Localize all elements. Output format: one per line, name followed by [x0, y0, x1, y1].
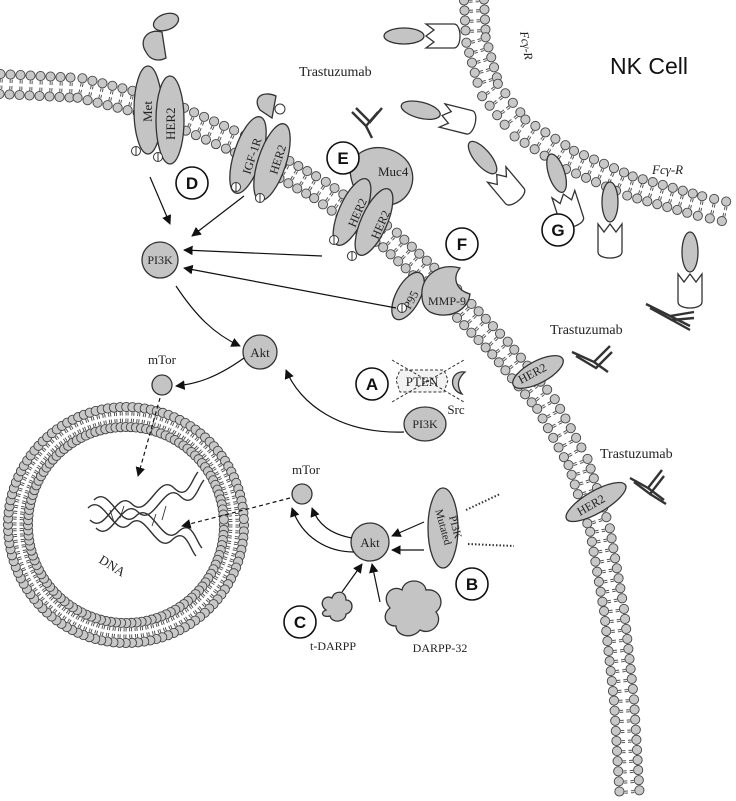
- her2-label-d: HER2: [163, 108, 178, 141]
- t-darpp-label: t-DARPP: [310, 639, 356, 653]
- met-receptor: Met: [133, 12, 180, 155]
- pi3k-label-lower: PI3K: [412, 417, 438, 431]
- darpp32-label: DARPP-32: [413, 641, 468, 655]
- svg-text:F: F: [457, 235, 467, 254]
- t-darpp-protein: t-DARPP: [310, 591, 356, 653]
- akt-label-upper: Akt: [250, 345, 270, 360]
- mutated-pi3k: Mutated PI3K: [427, 487, 515, 569]
- marker-g: G: [541, 213, 575, 247]
- phospho-icon: [397, 303, 407, 313]
- marker-d: D: [175, 166, 209, 200]
- svg-text:C: C: [294, 613, 306, 632]
- nk-cell-membrane: [458, 0, 732, 227]
- phospho-icon: [347, 251, 357, 261]
- svg-text:A: A: [366, 375, 378, 394]
- mutated-pi3k-label-2: PI3K: [446, 514, 464, 540]
- pi3k-node-lower: PI3K: [403, 406, 447, 442]
- signaling-arrows: [135, 176, 425, 603]
- her2-receptor-d: HER2: [155, 75, 185, 165]
- trastuzumab-antibody-right: [645, 302, 695, 332]
- fc-gamma-receptor: [400, 100, 477, 135]
- mtor-label-upper: mTor: [148, 352, 177, 367]
- fc-gamma-receptor: [677, 231, 703, 309]
- step-markers: A B C D E F G: [175, 141, 575, 639]
- trastuzumab-antibody-top: [351, 107, 383, 139]
- nk-cell-label: NK Cell: [610, 53, 688, 79]
- her2-receptor-igf: HER2: [253, 123, 291, 201]
- trastuzumab-label-top: Trastuzumab: [299, 65, 372, 80]
- src-protein: Src: [447, 371, 467, 417]
- marker-a: A: [355, 367, 389, 401]
- dna-helix: DNA: [87, 471, 205, 580]
- pten-label: PTEN: [406, 374, 439, 389]
- marker-f: F: [445, 227, 479, 261]
- fc-gamma-receptor: [467, 140, 526, 206]
- phospho-sites: [131, 146, 407, 313]
- met-label: Met: [140, 101, 155, 122]
- pten-protein: PTEN: [391, 359, 465, 403]
- muc4-label: Muc4: [378, 164, 409, 179]
- fc-gamma-receptors: [383, 23, 703, 309]
- mtor-node-upper: mTor: [148, 352, 177, 396]
- darpp32-protein: DARPP-32: [384, 580, 468, 655]
- fc-gamma-receptor: [383, 23, 461, 49]
- marker-b: B: [455, 567, 489, 601]
- trastuzumab-antibody-her2-1: [571, 345, 613, 373]
- fc-gamma-receptor: [597, 181, 623, 259]
- pi3k-node: PI3K: [141, 241, 179, 279]
- mtor-label-lower: mTor: [292, 462, 321, 477]
- phospho-icon: [231, 182, 241, 192]
- akt-label-lower: Akt: [360, 535, 380, 550]
- svg-text:B: B: [466, 575, 478, 594]
- phospho-icon: [255, 193, 265, 203]
- trastuzumab-label-mid: Trastuzumab: [550, 323, 623, 338]
- akt-node-upper: Akt: [242, 334, 278, 370]
- mmp9-label: MMP-9: [428, 294, 466, 308]
- mtor-node-lower: mTor: [291, 462, 321, 505]
- fc-gamma-r-label-top: Fcγ-R: [517, 29, 536, 61]
- fc-gamma-r-label-mid: Fcγ-R: [651, 162, 683, 177]
- svg-text:D: D: [186, 174, 198, 193]
- marker-e: E: [326, 141, 360, 175]
- mmp9-protein: MMP-9: [421, 266, 471, 316]
- marker-c: C: [283, 605, 317, 639]
- src-label: Src: [447, 402, 465, 417]
- akt-node-lower: Akt: [350, 522, 390, 562]
- trastuzumab-antibody-her2-2: [629, 469, 667, 506]
- nuclear-membrane: [2, 401, 250, 649]
- her2-dimer-e: HER2 HER2: [332, 178, 394, 256]
- svg-text:E: E: [337, 149, 348, 168]
- svg-text:G: G: [551, 221, 564, 240]
- phospho-icon: [329, 235, 339, 245]
- trastuzumab-label-low: Trastuzumab: [600, 447, 673, 462]
- phospho-icon: [153, 152, 163, 162]
- phospho-icon: [131, 146, 141, 156]
- pi3k-label: PI3K: [147, 253, 173, 267]
- dna-label: DNA: [96, 552, 128, 580]
